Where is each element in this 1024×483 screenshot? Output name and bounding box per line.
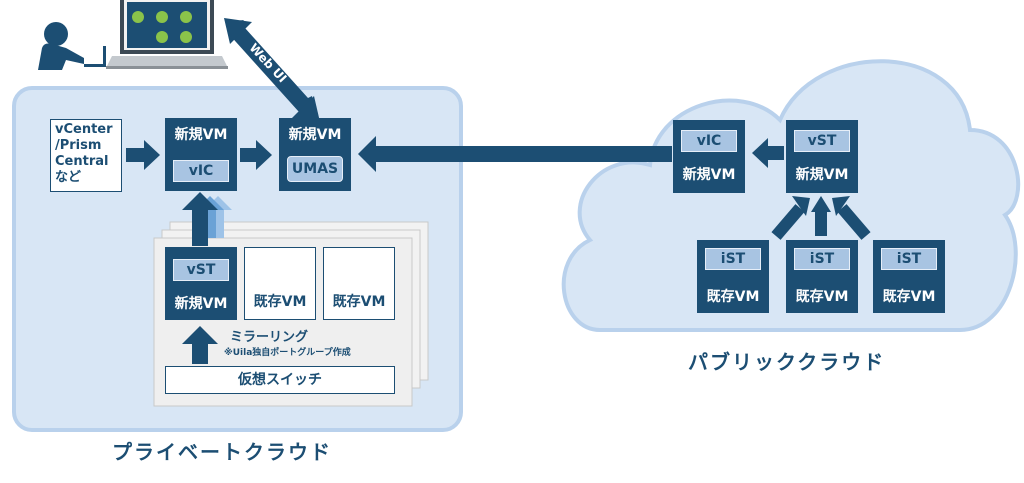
vic-chip: vIC [681,130,737,152]
public-vst-vm: vST 新規VM [786,120,858,193]
public-vic-vm: vIC 新規VM [673,120,745,193]
arrow-public-vst-to-vic [752,138,784,168]
vm-title: 既存VM [882,289,936,305]
vst-chip: vST [794,130,850,152]
public-ist-vm-2: iST 既存VM [786,240,858,313]
arrow-switch-to-vst [182,326,218,364]
private-umas-vm: 新規VM UMAS [279,118,351,191]
laptop-icon [106,0,228,69]
umas-chip: UMAS [287,156,343,182]
vm-title: 新規VM [795,167,849,183]
ist-chip: iST [881,248,937,270]
public-ist-vm-3: iST 既存VM [873,240,945,313]
vm-title: 新規VM [288,127,342,143]
vm-title: 新規VM [682,167,736,183]
vm-title: 既存VM [706,289,760,305]
public-ist-vm-1: iST 既存VM [697,240,769,313]
host-vst-vm: vST 新規VM [165,247,237,320]
existing-vm-1: 既存VM [244,247,316,320]
ist-chip: iST [794,248,850,270]
mirroring-label: ミラーリング [230,330,309,345]
vm-title: 新規VM [174,296,228,312]
existing-vm-2: 既存VM [323,247,395,320]
source-line: Central [55,154,109,169]
vm-title: 既存VM [795,289,849,305]
private-vic-vm: 新規VM vIC [165,118,237,191]
source-line: /Prism [55,138,102,153]
arrow-vic-to-umas [240,140,272,170]
vm-title: 新規VM [174,127,228,143]
vic-chip: vIC [173,160,229,182]
arrow-public-to-umas [358,136,672,172]
source-line: など [55,170,82,185]
arrow-source-to-vic [126,140,160,170]
public-cloud-caption: パブリッククラウド [688,350,886,374]
mirroring-note: ※Uila独自ポートグループ作成 [224,348,351,358]
arrows-ist-to-vst [771,196,871,240]
arrow-vst-to-vic [182,192,232,246]
source-line: vCenter [55,122,113,137]
user-icon [38,22,106,70]
private-cloud-caption: プライベートクラウド [112,440,332,464]
source-box: vCenter /Prism Central など [50,119,122,192]
vst-chip: vST [173,259,229,281]
ist-chip: iST [705,248,761,270]
virtual-switch: 仮想スイッチ [165,366,395,394]
